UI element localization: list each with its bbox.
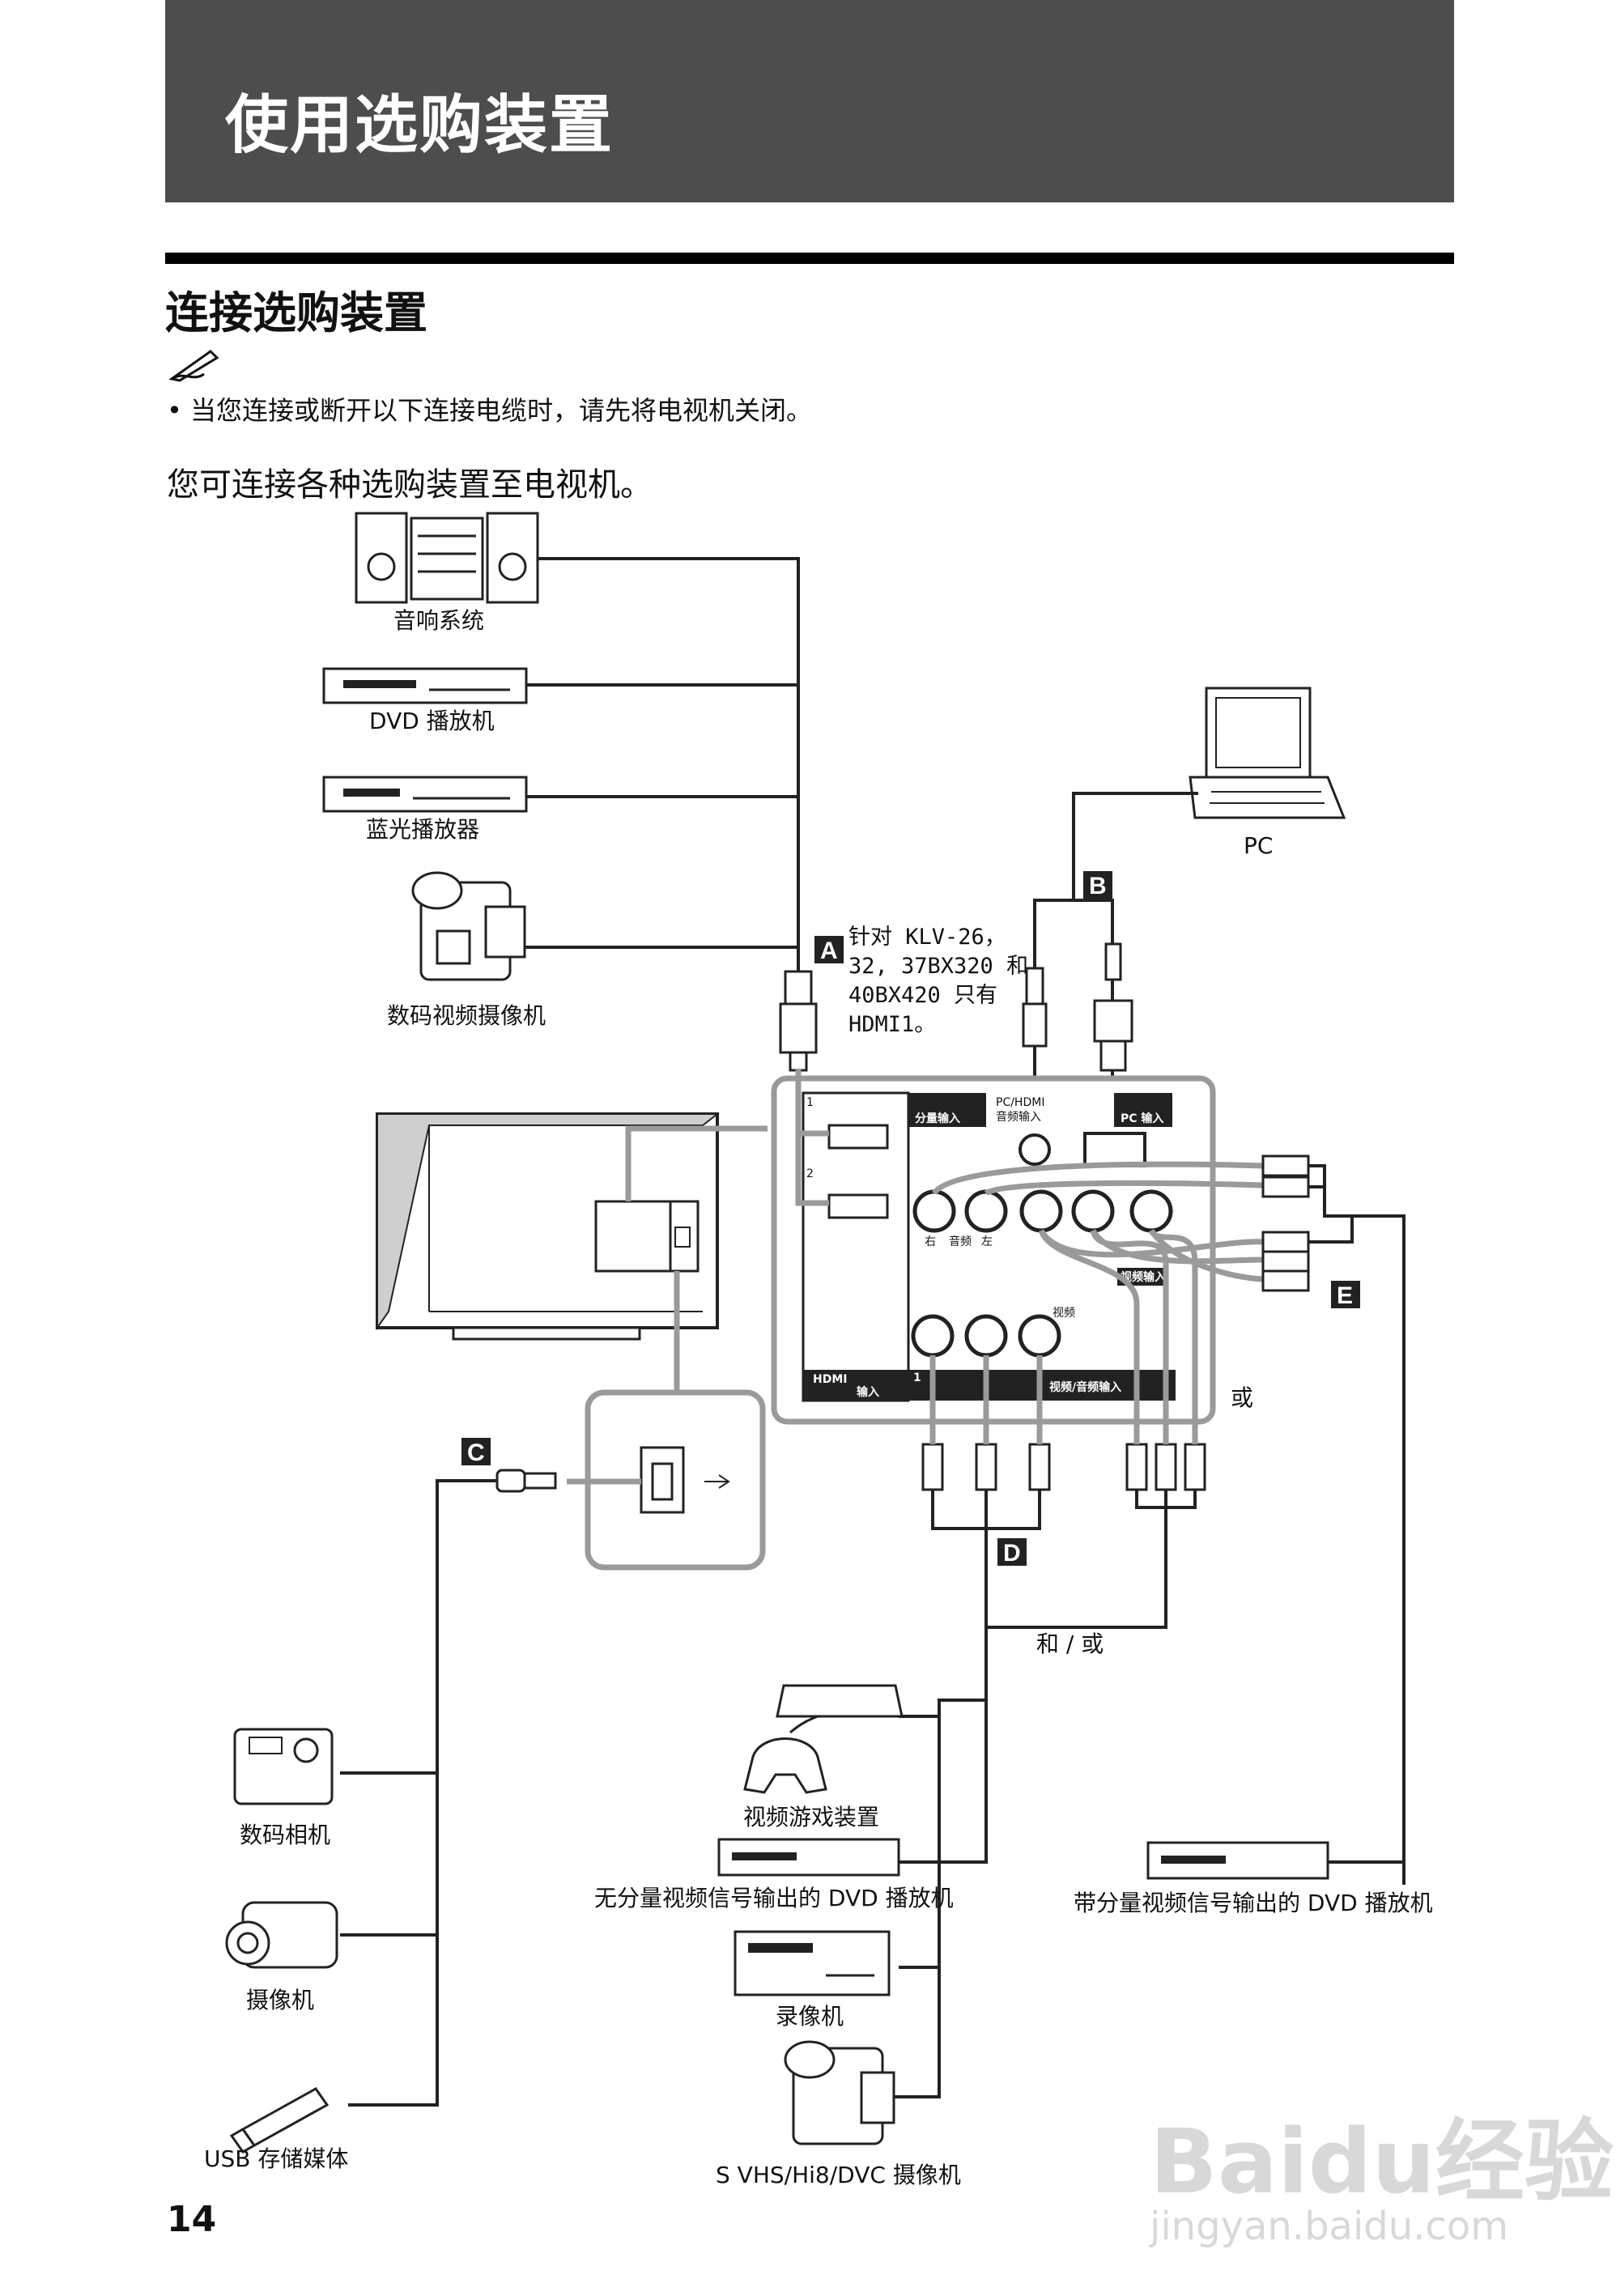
digital-camcorder-icon — [411, 871, 526, 981]
hdmi-label-bar — [803, 1370, 908, 1401]
label-usb-storage: USB 存储媒体 — [204, 2145, 348, 2172]
page-number: 14 — [167, 2199, 217, 2240]
dvd-player-component-icon — [1146, 1841, 1329, 1880]
label-camcorder: 摄像机 — [246, 1987, 314, 2013]
hdmi-cable-line — [538, 557, 800, 996]
vga-port — [1083, 1132, 1146, 1167]
note-text: • 当您连接或断开以下连接电缆时，请先将电视机关闭。 — [167, 395, 813, 426]
header-band — [165, 0, 1454, 202]
label-dvd-component: 带分量视频信号输出的 DVD 播放机 — [1074, 1890, 1433, 1916]
badge-b — [1083, 871, 1112, 899]
av-cable — [1090, 1229, 1169, 1444]
digital-camera-icon — [233, 1728, 334, 1805]
label-and-or: 和 / 或 — [1036, 1631, 1104, 1657]
label-or: 或 — [1231, 1384, 1253, 1411]
game-console-icon — [743, 1684, 904, 1794]
audio-mini-plug-icon — [1022, 967, 1048, 1125]
vcr-icon — [734, 1930, 891, 1996]
label-audio-system: 音响系统 — [393, 607, 484, 634]
watermark-logo: Baidu经验 — [1150, 2110, 1614, 2213]
av-cable-line — [891, 1699, 986, 2098]
video-in-label: 视频输入 — [1121, 1270, 1166, 1284]
component-cable — [931, 1161, 1264, 1196]
badge-e — [1331, 1281, 1360, 1308]
rca-jacks-bottom — [911, 1314, 1061, 1358]
label-dvd-no-component: 无分量视频信号输出的 DVD 播放机 — [594, 1885, 954, 1911]
hdmi-in-label: 输入 — [857, 1385, 879, 1399]
badge-a — [814, 936, 844, 963]
hdmi-logo: HDMI — [813, 1373, 847, 1386]
svg-text:2: 2 — [806, 1167, 814, 1180]
usb-cable-line — [348, 1479, 483, 2107]
note-a-line4: HDMI1。 — [848, 1012, 936, 1037]
svg-text:A: A — [820, 938, 838, 964]
callout-line — [625, 1125, 768, 1201]
tv-icon — [376, 1112, 720, 1341]
bluray-player-icon — [322, 776, 528, 813]
audio-label: 音频 — [949, 1235, 972, 1248]
hdmi-callout-line — [795, 1133, 829, 1206]
usb-stick-icon — [229, 2087, 330, 2154]
section-divider — [165, 253, 1454, 264]
svg-text:C: C — [467, 1439, 485, 1466]
label-pc: PC — [1244, 832, 1273, 859]
pc-in-label: PC 输入 — [1121, 1112, 1163, 1125]
audio-in-label: 音频输入 — [996, 1110, 1041, 1124]
label-digital-camera: 数码相机 — [240, 1822, 330, 1848]
svg-text:E: E — [1337, 1282, 1353, 1309]
left-label: 左 — [981, 1235, 993, 1248]
intro-text: 您可连接各种选购装置至电视机。 — [167, 466, 653, 504]
badge-c — [461, 1438, 491, 1465]
section-title: 连接选购装置 — [165, 287, 427, 338]
watermark-url: jingyan.baidu.com — [1150, 2204, 1508, 2249]
dvd-player-no-component-icon — [717, 1838, 900, 1877]
page-title: 使用选购装置 — [225, 89, 615, 162]
laptop-pc-icon — [1189, 687, 1346, 819]
label-svhs-camcorder: S VHS/Hi8/DVC 摄像机 — [716, 2162, 961, 2188]
component-in-label: 分量输入 — [915, 1112, 960, 1125]
svg-text:D: D — [1003, 1540, 1021, 1567]
label-dvd-player: DVD 播放机 — [369, 708, 495, 734]
usb-plug-icon — [483, 1469, 557, 1493]
component-cable-line — [1308, 1164, 1326, 1188]
pc-label-bar — [1114, 1093, 1172, 1127]
usb-symbol-icon — [704, 1474, 730, 1489]
av-cable — [1038, 1229, 1140, 1444]
camcorder-icon — [225, 1901, 338, 1969]
note-a-line1: 针对 KLV-26， — [848, 925, 1006, 950]
pc-audio-jack — [1019, 1133, 1051, 1166]
label-game-console: 视频游戏装置 — [743, 1804, 879, 1830]
svg-text:1: 1 — [806, 1096, 814, 1109]
component-cable-line — [1352, 1214, 1405, 1885]
badge-d — [997, 1538, 1027, 1566]
svg-text:1: 1 — [913, 1371, 921, 1384]
label-vcr: 录像机 — [776, 2003, 844, 2030]
hdmi-plug-icon — [779, 970, 818, 1072]
component-label-bar — [908, 1093, 986, 1127]
svhs-camcorder-icon — [784, 2040, 895, 2145]
audio-system-icon — [355, 512, 539, 604]
video-label: 视频 — [1053, 1307, 1075, 1320]
av-cable — [1148, 1229, 1198, 1444]
rca-plugs-bottom — [921, 1443, 1206, 1491]
right-label: 右 — [925, 1235, 936, 1248]
av-cable-line — [984, 1490, 1167, 1629]
component-cable — [984, 1180, 1264, 1197]
dvd-player-icon — [322, 667, 528, 704]
label-digital-camcorder: 数码视频摄像机 — [387, 1002, 546, 1029]
component-cable — [1149, 1228, 1264, 1282]
pencil-note-icon — [168, 350, 219, 382]
svg-text:B: B — [1089, 873, 1107, 899]
label-bluray-player: 蓝光播放器 — [366, 816, 479, 843]
hdmi-port-2 — [827, 1193, 889, 1219]
av-in-label: 视频/音频输入 — [1049, 1380, 1121, 1394]
note-a-line3: 40BX420 只有 — [848, 983, 997, 1008]
video-in-label-bar — [1117, 1268, 1167, 1286]
note-a-line2: 32, 37BX320 和 — [848, 954, 1028, 979]
hdmi-port-1 — [827, 1124, 889, 1150]
rca-plugs-right — [1261, 1154, 1310, 1292]
pc-hdmi-label: PC/HDMI — [996, 1096, 1044, 1109]
